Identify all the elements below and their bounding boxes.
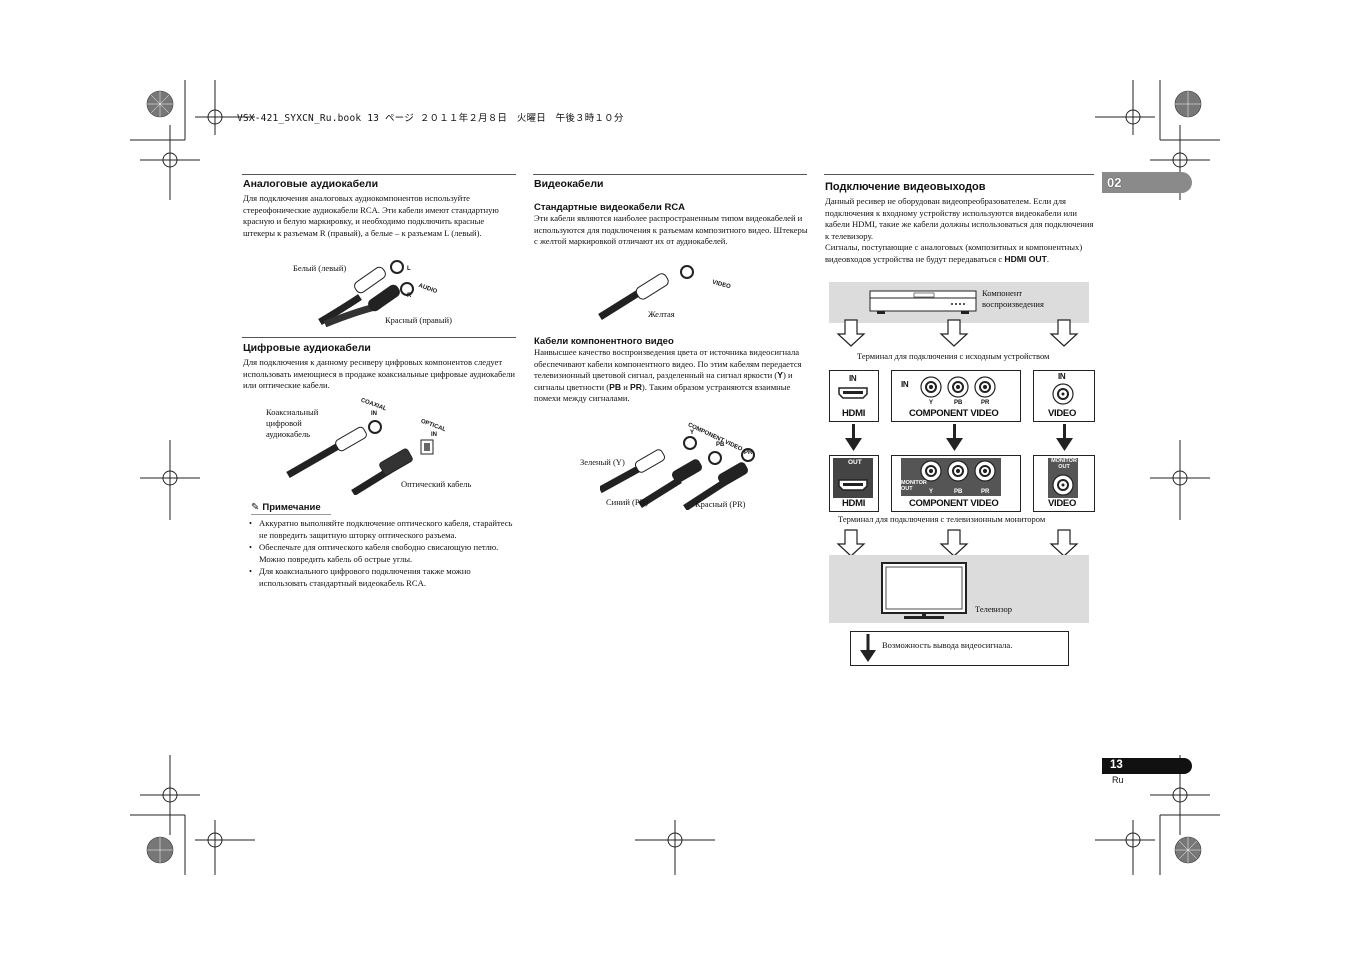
component-y: Y — [777, 370, 783, 381]
component-jack-pr: PR — [744, 450, 753, 456]
note-list: Аккуратно выполняйте подключение оптичес… — [245, 518, 517, 591]
optical-cable-label: Оптический кабель — [401, 479, 472, 489]
component-body-part: и — [621, 381, 630, 392]
hdmi-out-panel — [833, 458, 873, 498]
source-terminal-label: Терминал для подключения с исходным устр… — [857, 351, 1050, 361]
hollow-arrows-row2 — [836, 529, 1079, 557]
page-number: 13 — [1110, 759, 1123, 771]
digital-rule — [242, 337, 516, 338]
comp-in-pb: PB — [954, 400, 963, 406]
comp-out-y: Y — [929, 489, 934, 495]
video-monitor-out: MONITOR OUT — [1051, 458, 1077, 470]
video-output-body-2: Сигналы, поступающие с аналоговых (компо… — [825, 242, 1095, 265]
component-cable-illustration — [600, 436, 755, 510]
hdmi-out-ref: HDMI OUT — [1004, 253, 1047, 264]
chapter-number: 02 — [1107, 175, 1122, 190]
component-pr: PR — [629, 381, 642, 392]
pencil-icon: ✎ — [251, 502, 260, 513]
note-item: Обеспечьте для оптического кабеля свобод… — [245, 542, 517, 565]
component-out-name: COMPONENT VIDEO — [909, 498, 999, 509]
tv-terminal-label: Терминал для подключения с телевизионным… — [838, 514, 1046, 524]
chapter-tab — [1102, 172, 1192, 193]
rca-video-label: VIDEO — [711, 279, 732, 291]
note-item: Для коаксиального цифрового подключения … — [245, 566, 517, 589]
video-out-jack — [1052, 474, 1074, 496]
analog-l-label: L — [407, 266, 411, 272]
coaxial-in-label-2: IN — [371, 411, 377, 417]
hdmi-in-label: IN — [849, 374, 857, 383]
component-pb: PB — [609, 381, 622, 392]
body-2-end: . — [1046, 253, 1050, 264]
analog-r-label: R — [407, 293, 412, 299]
note-heading: ✎ Примечание — [251, 502, 321, 513]
component-green-label: Зеленый (Y) — [580, 457, 625, 467]
component-red-label: Красный (PR) — [695, 499, 746, 509]
component-jack-pb: PB — [716, 442, 725, 448]
rca-cable-illustration — [598, 265, 694, 320]
comp-in-pr: PR — [981, 400, 990, 406]
analog-body: Для подключения аналоговых аудиокомпонен… — [243, 193, 499, 238]
file-header-line: VSX-421_SYXCN_Ru.book 13 ページ ２０１１年２月８日 火… — [237, 113, 624, 124]
source-device-label: Компонент воспроизведения — [982, 288, 1044, 309]
legend-arrow-icon — [860, 634, 876, 662]
rca-body: Эти кабели являются наиболее распростран… — [534, 213, 808, 247]
hdmi-out-port-icon — [838, 479, 868, 491]
component-body: Наивысшее качество воспроизведения цвета… — [534, 347, 808, 405]
component-monitor-out: MONITOR OUT — [901, 480, 927, 492]
legend-text: Возможность вывода видеосигнала. — [882, 640, 1013, 650]
analog-title: Аналоговые аудиокабели — [243, 178, 379, 190]
hdmi-out-name: HDMI — [842, 498, 866, 509]
video-output-body-1: Данный ресивер не оборудован видеопреобр… — [825, 196, 1094, 241]
tv-label: Телевизор — [975, 604, 1013, 614]
component-in-name: COMPONENT VIDEO — [909, 408, 999, 419]
digital-title: Цифровые аудиокабели — [243, 342, 371, 354]
digital-body: Для подключения к данному ресиверу цифро… — [243, 357, 515, 391]
comp-out-pr: PR — [981, 489, 990, 495]
note-underline — [251, 514, 331, 515]
hollow-arrows-row1 — [836, 319, 1079, 347]
note-title: Примечание — [262, 502, 321, 513]
solid-arrows-row — [845, 424, 1073, 451]
col1-rule — [242, 174, 516, 175]
col3-rule — [824, 174, 1094, 175]
hdmi-in-name: HDMI — [842, 408, 866, 419]
component-body-part: ) и сигналы цветности ( — [534, 370, 793, 392]
optical-in-label-2: IN — [431, 432, 437, 438]
page-number-tab — [1102, 758, 1192, 774]
component-title: Кабели компонентного видео — [534, 336, 674, 347]
component-in-label: IN — [901, 380, 909, 389]
comp-out-pb: PB — [954, 489, 963, 495]
hdmi-out-label: OUT — [848, 459, 862, 466]
video-cables-title: Видеокабели — [534, 178, 604, 190]
video-output-title: Подключение видеовыходов — [825, 181, 986, 193]
hdmi-port-icon — [838, 387, 868, 399]
analog-red-label: Красный (правый) — [385, 315, 452, 325]
video-in-jack — [1052, 383, 1074, 405]
player-device-icon — [869, 290, 977, 314]
component-blue-label: Синий (PB) — [606, 497, 649, 507]
rca-title: Стандартные видеокабели RCA — [534, 202, 686, 213]
col2-rule — [533, 174, 807, 175]
digital-cable-illustration — [286, 420, 434, 495]
page-language: Ru — [1112, 775, 1124, 785]
analog-cable-illustration — [318, 260, 414, 327]
video-in-name: VIDEO — [1048, 408, 1077, 419]
legend-box — [850, 631, 1069, 666]
component-jack-y: Y — [690, 430, 695, 436]
video-in-label: IN — [1058, 372, 1066, 381]
comp-in-y: Y — [929, 400, 934, 406]
rca-yellow-label: Желтая — [648, 309, 675, 319]
analog-white-label: Белый (левый) — [293, 263, 347, 273]
coaxial-cable-label: Коаксиальный цифровой аудиокабель — [266, 407, 319, 439]
video-out-name: VIDEO — [1048, 498, 1077, 509]
component-in-jacks — [920, 376, 996, 398]
note-item: Аккуратно выполняйте подключение оптичес… — [245, 518, 517, 541]
component-body-part: ). Таким образом устраняются взаимные по… — [534, 381, 791, 404]
tv-icon — [881, 562, 967, 619]
body-2-text: Сигналы, поступающие с аналоговых (компо… — [825, 242, 1083, 264]
component-body-part: Наивысшее качество воспроизведения цвета… — [534, 347, 802, 381]
component-out-jacks — [920, 460, 996, 482]
